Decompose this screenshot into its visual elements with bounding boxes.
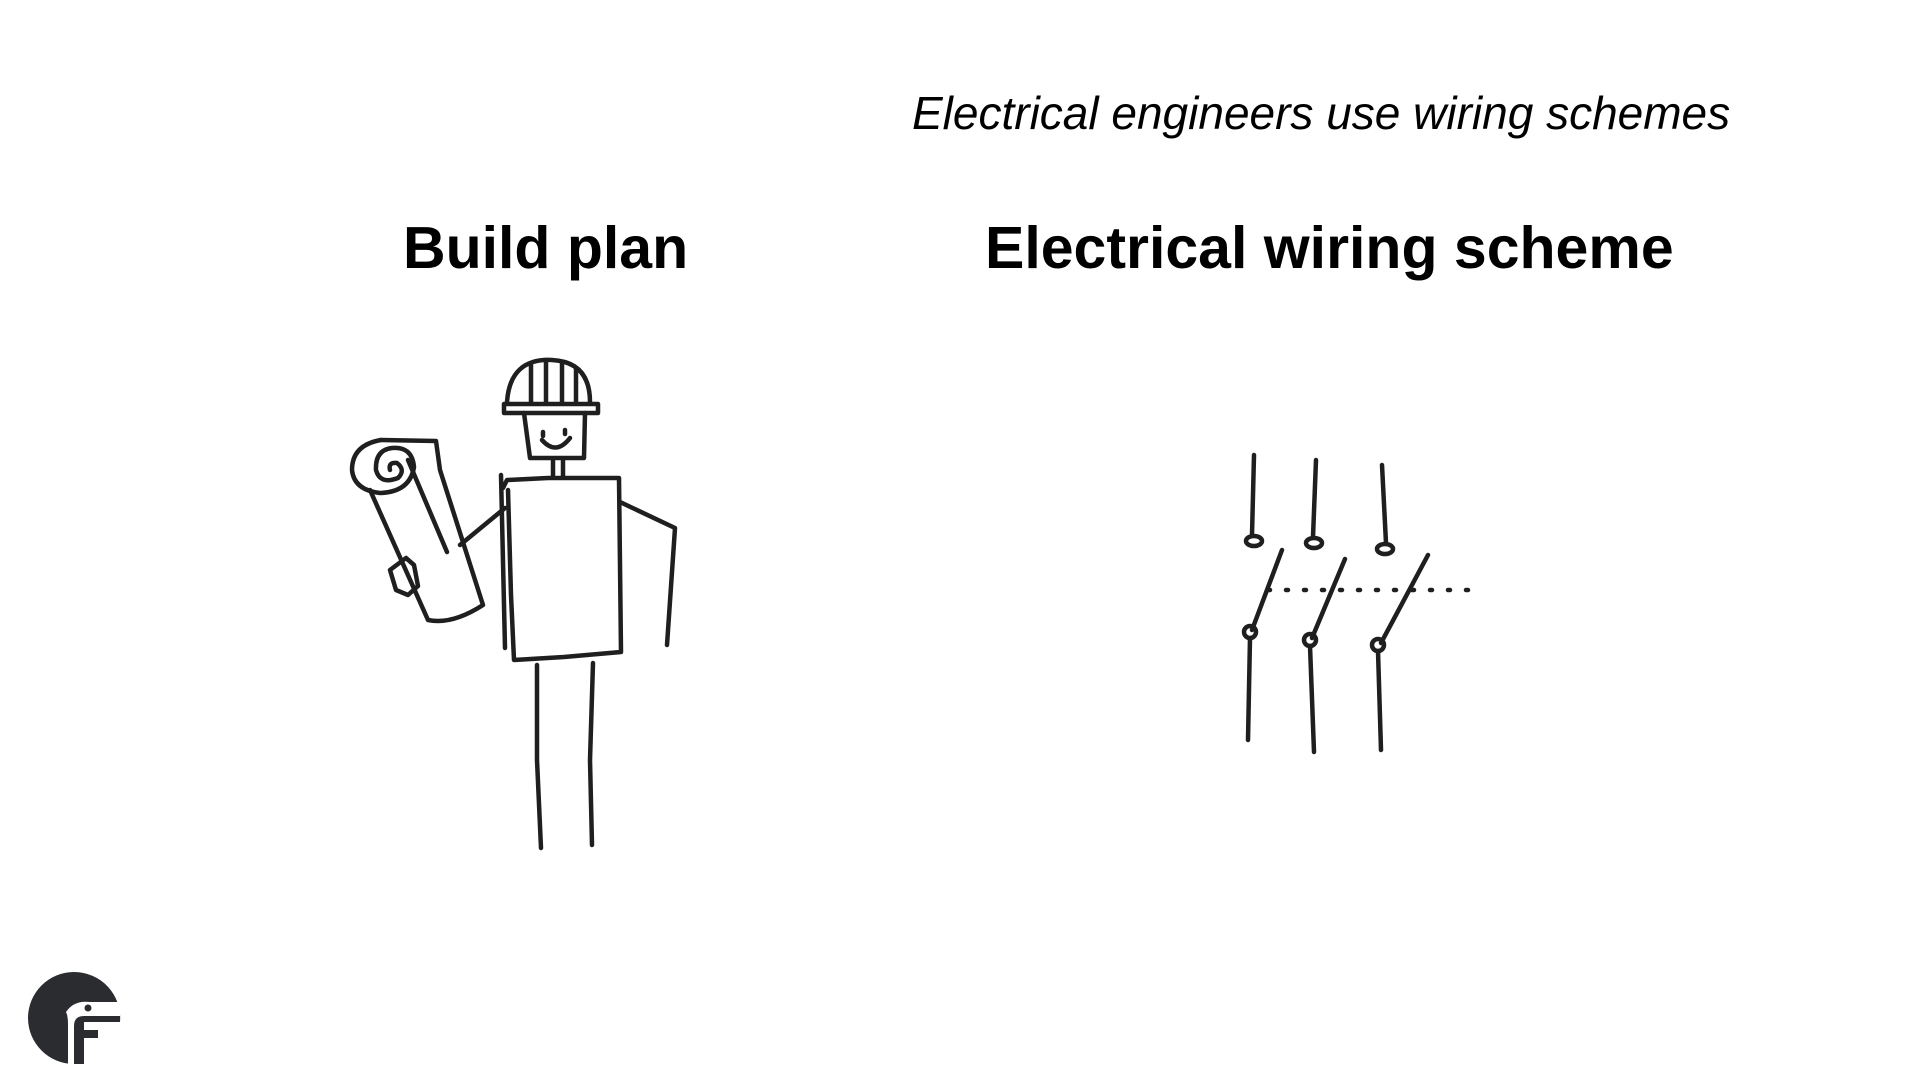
pole-3-top-wire [1379, 462, 1389, 546]
eyes [540, 427, 568, 439]
left-leg [534, 662, 544, 851]
left-arm [457, 505, 508, 548]
hard-hat-brim [501, 401, 601, 416]
build-plan-heading: Build plan [403, 215, 689, 281]
hard-hat-dome [504, 357, 593, 405]
torso [500, 475, 624, 663]
neck [550, 457, 566, 480]
blueprint-roll-spiral [349, 437, 417, 496]
pole-3-blade [1378, 552, 1431, 646]
pole-3-bottom-wire [1375, 648, 1384, 753]
pole-3-top-contact [1374, 541, 1396, 557]
hand [387, 555, 421, 598]
pole-2-blade [1309, 556, 1348, 641]
blueprint-roll-body [367, 437, 486, 624]
wiring-scheme-heading: Electrical wiring scheme [985, 215, 1674, 281]
worker-with-blueprint-icon [349, 357, 678, 851]
torso-left-edge [498, 472, 508, 651]
brand-logo-icon [28, 971, 121, 1064]
smile [539, 435, 573, 450]
pole-2-bottom-wire [1307, 643, 1317, 755]
slide-subtitle: Electrical engineers use wiring schemes [912, 87, 1731, 139]
pole-1-bottom-wire [1245, 635, 1253, 743]
pole-1-top-contact [1243, 533, 1265, 549]
head-outline [521, 410, 588, 461]
pole-1-top-wire [1249, 452, 1257, 538]
pole-2-top-wire [1310, 457, 1319, 540]
three-pole-switch-icon [1241, 452, 1473, 755]
hard-hat-ridges [528, 357, 579, 405]
right-arm [617, 499, 678, 648]
pole-2-top-contact [1303, 535, 1325, 551]
blueprint-roll-inner-edge [405, 457, 450, 555]
right-leg [587, 660, 596, 848]
